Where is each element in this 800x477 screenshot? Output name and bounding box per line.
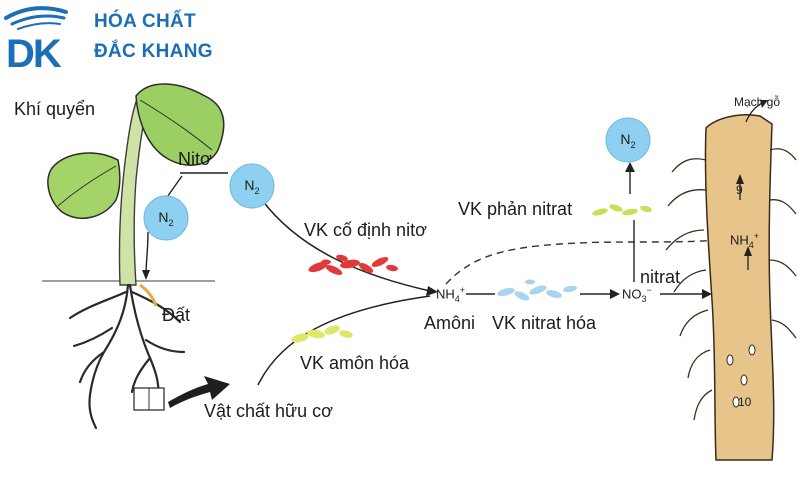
logo-swoosh-icon [4, 6, 68, 30]
n2-bubble-top [605, 117, 651, 163]
n2-bubble-plant [143, 195, 189, 241]
no3-label: NO3− [622, 285, 652, 304]
label-ammonifying-bacteria: VK amôn hóa [300, 353, 410, 373]
ammonifying-bacteria-icon [291, 325, 353, 343]
nh4-label: NH4+ [436, 285, 466, 304]
brand-name-line1: HÓA CHẤT [94, 11, 196, 32]
plant-roots [68, 283, 186, 430]
marker-10: 10 [738, 395, 752, 409]
n2-main-label: N2 [244, 177, 260, 196]
label-organic-matter: Vật chất hữu cơ [204, 401, 333, 421]
logo-mark: DK [6, 32, 62, 76]
denitrifying-bacteria-icon [592, 204, 652, 216]
label-ammonium: Amôni [424, 313, 476, 333]
label-nitrifying-bacteria: VK nitrat hóa [492, 313, 597, 333]
fixing-bacteria-icon [308, 254, 398, 275]
label-nitrate: nitrat [640, 267, 681, 287]
label-fixing-bacteria: VK cố định nitơ [304, 220, 427, 240]
organic-arrow-icon [168, 376, 230, 408]
label-denitrifying-bacteria: VK phản nitrat [458, 199, 573, 219]
label-soil: Đất [162, 305, 191, 325]
label-xylem: Mạch gỗ [734, 95, 781, 109]
n2-plant-label: N2 [158, 209, 174, 228]
n2-top-label: N2 [620, 131, 636, 150]
marker-9: 9 [736, 183, 743, 197]
brand-name-line2: ĐẮC KHANG [94, 41, 213, 62]
label-atmosphere: Khí quyển [14, 99, 96, 119]
n2-bubble-main [229, 163, 275, 209]
nh4-root-label: NH4+ [730, 231, 760, 250]
root-hairs [665, 148, 797, 421]
plant-leaf-top [135, 83, 225, 166]
label-nitrogen: Nitơ [178, 149, 212, 169]
root-section [704, 114, 775, 461]
nitrifying-bacteria-icon [497, 279, 577, 301]
